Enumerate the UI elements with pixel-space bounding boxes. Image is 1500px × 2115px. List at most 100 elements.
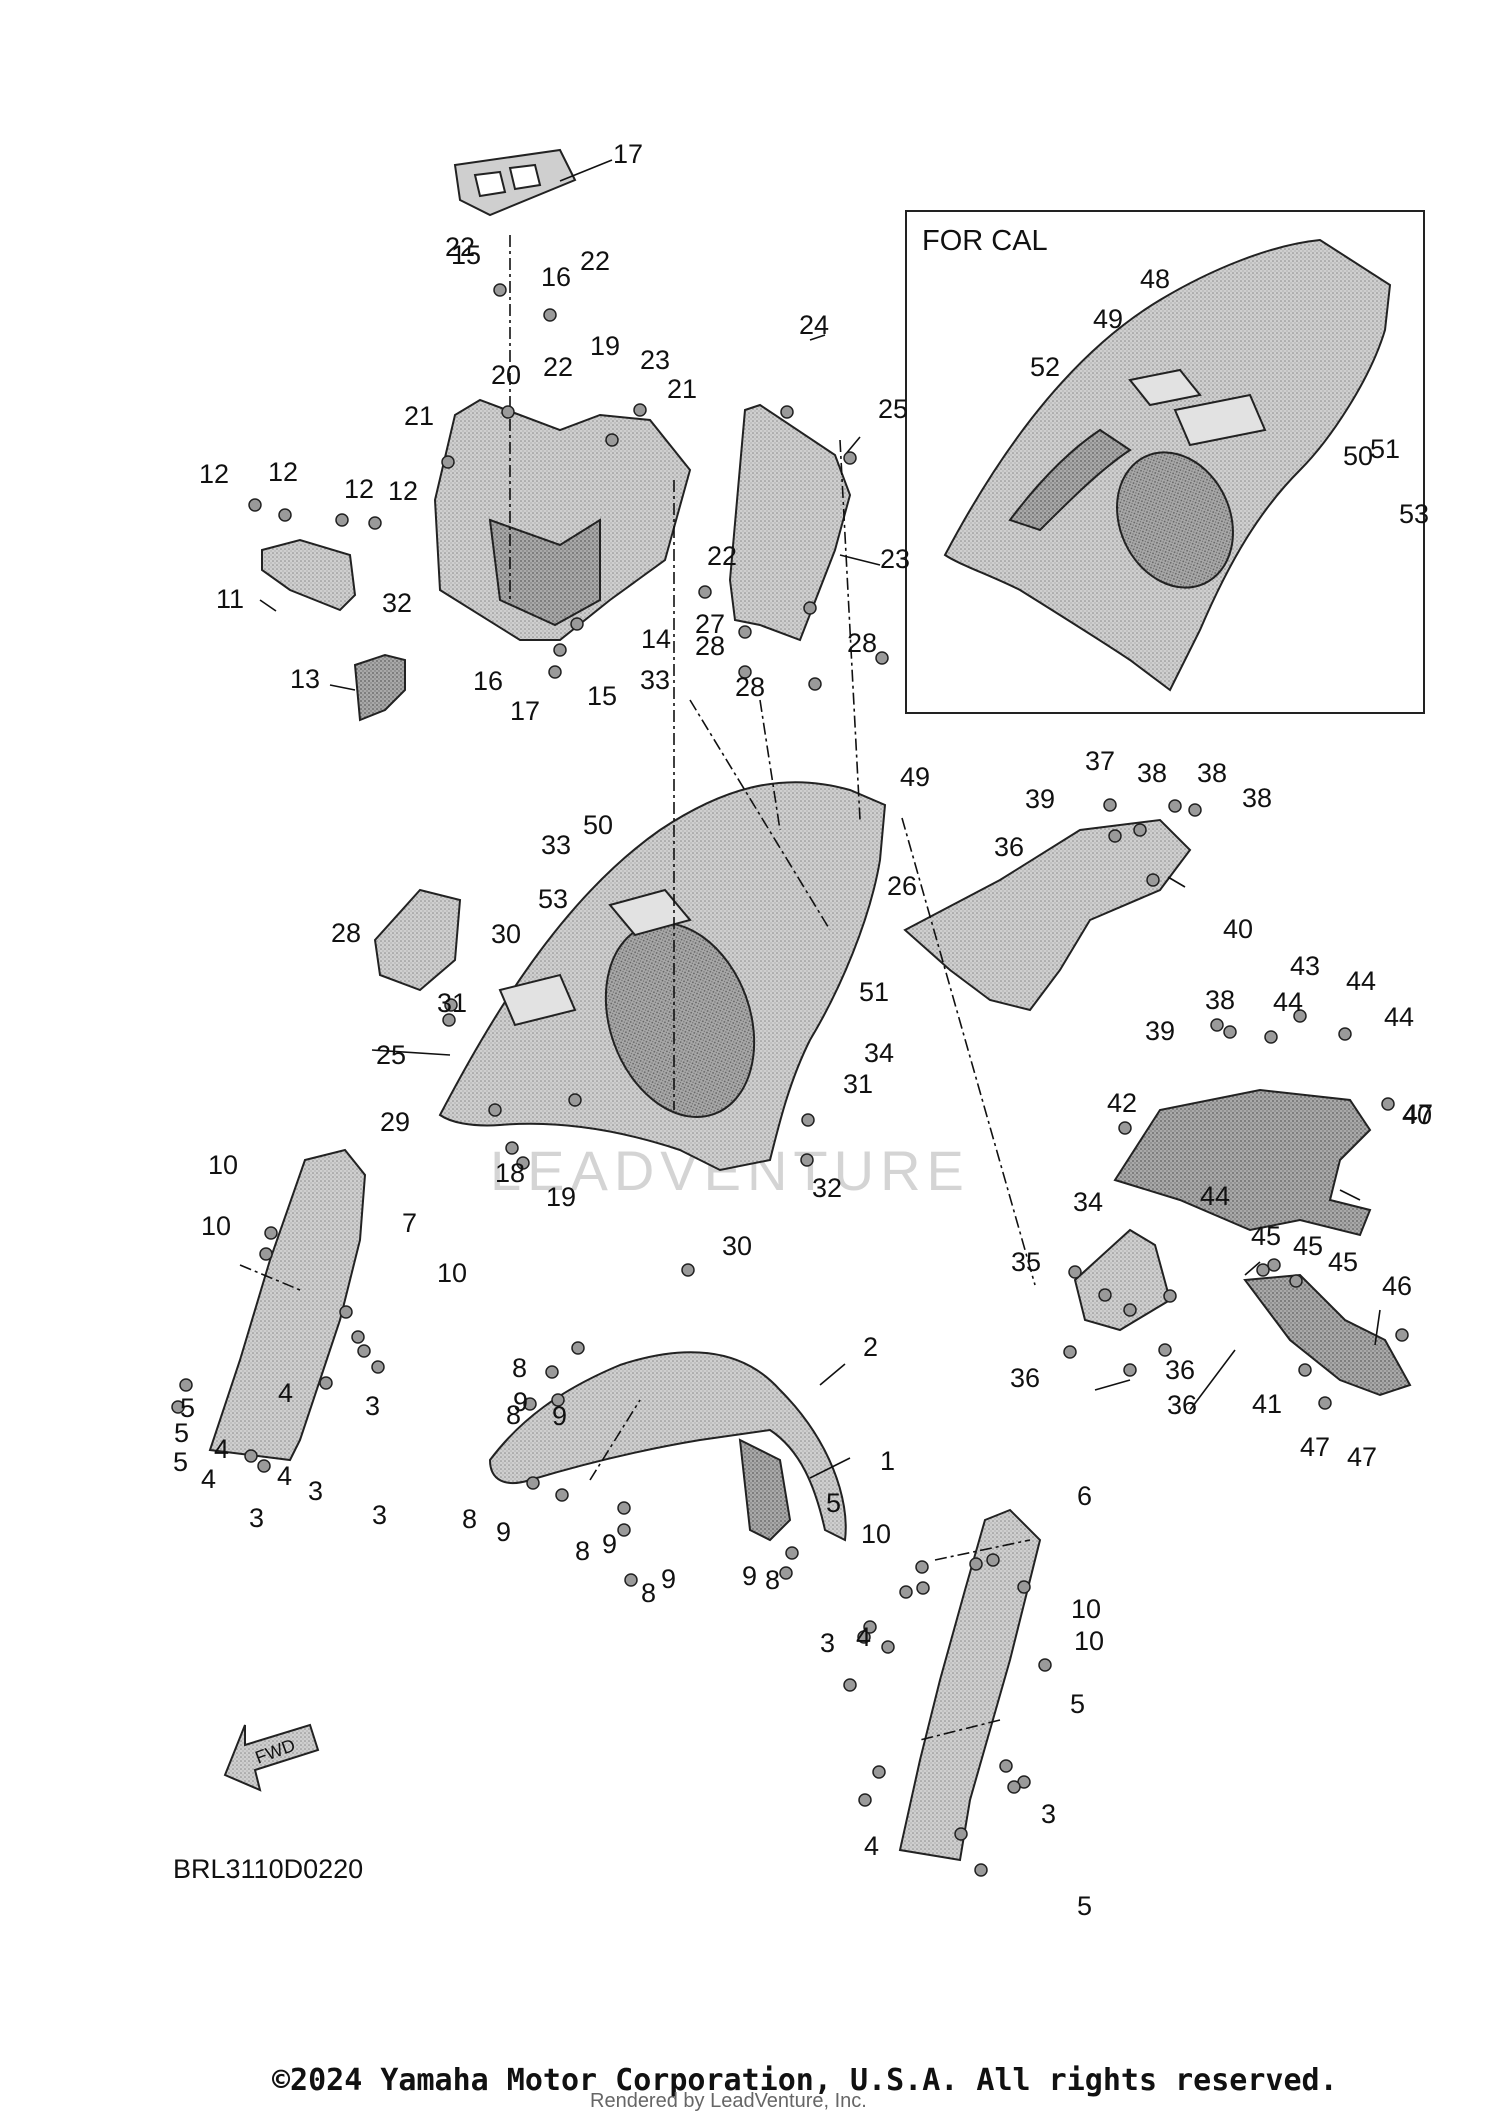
callout-40: 40 [1223,914,1253,944]
callout-5: 5 [180,1393,195,1423]
rear-fender-26 [438,781,887,1172]
callout-15: 15 [587,681,617,711]
fastener [915,1560,929,1574]
callout-22: 22 [707,541,737,571]
fastener [171,1400,185,1414]
front-fender-1 [488,1351,847,1542]
leader-line [559,159,613,182]
callout-39: 39 [1025,784,1055,814]
leader-line [1244,1261,1261,1276]
fastener [858,1793,872,1807]
leader-lines [239,159,1381,1741]
callout-5: 5 [826,1488,841,1518]
callout-10: 10 [1071,1594,1101,1624]
for-cal-inset: FOR CAL [905,210,1425,714]
fastener [808,677,822,691]
fastener [779,1566,793,1580]
fastener [444,998,458,1012]
callout-28: 28 [331,918,361,948]
leader-line [1189,1349,1236,1411]
fastener [698,585,712,599]
callout-35: 35 [1011,1247,1041,1277]
callout-44: 44 [1346,966,1376,996]
inset-title: FOR CAL [922,225,1048,257]
fastener [800,1153,814,1167]
fastener [264,1226,278,1240]
fastener [553,643,567,657]
fastener [916,1581,930,1595]
callout-49: 49 [900,762,930,792]
callout-32: 32 [812,1173,842,1203]
fastener [278,508,292,522]
callout-38: 38 [1242,783,1272,813]
fastener [624,1573,638,1587]
leader-line [809,334,826,341]
license-bracket-41 [1113,1088,1372,1237]
fastener [881,1640,895,1654]
callout-10: 10 [208,1150,238,1180]
callout-22: 22 [445,232,475,262]
callout-30: 30 [491,919,521,949]
callout-45: 45 [1251,1221,1281,1251]
fastener [570,617,584,631]
fastener [633,403,647,417]
callout-30: 30 [722,1231,752,1261]
callout-52: 52 [1030,352,1060,382]
fastener [605,433,619,447]
fastener [843,451,857,465]
fastener [442,1013,456,1027]
fastener [179,1378,193,1392]
callout-4: 4 [856,1622,871,1652]
callout-12: 12 [388,476,418,506]
callout-4: 4 [277,1461,292,1491]
alignment-line [689,699,831,931]
callout-9: 9 [742,1561,757,1591]
callout-50: 50 [583,810,613,840]
fastener [780,405,794,419]
fastener [1103,798,1117,812]
callout-31: 31 [437,988,467,1018]
fastener [441,455,455,469]
callout-34: 34 [1073,1187,1103,1217]
callout-18: 18 [495,1158,525,1188]
fastener [617,1523,631,1537]
fastener [523,1397,537,1411]
callout-51: 51 [1370,434,1400,464]
alignment-line [901,817,1036,1286]
callout-9: 9 [552,1401,567,1431]
callout-4: 4 [214,1434,229,1464]
fastener [875,651,889,665]
callout-8: 8 [462,1504,477,1534]
callout-9: 9 [602,1529,617,1559]
callout-43: 43 [1290,951,1320,981]
callout-40: 40 [1402,1100,1432,1130]
callout-47: 47 [1347,1442,1377,1472]
callout-36: 36 [1165,1355,1195,1385]
fastener [1395,1328,1409,1342]
callout-1: 1 [880,1446,895,1476]
callout-22: 22 [580,246,610,276]
callout-15: 15 [451,240,481,270]
callout-28: 28 [735,672,765,702]
fastener [857,1630,871,1644]
fastener [1267,1258,1281,1272]
bracket-29 [373,888,462,992]
fastener [1338,1027,1352,1041]
callout-33: 33 [640,665,670,695]
fastener [974,1863,988,1877]
callout-46: 46 [1382,1271,1412,1301]
alignment-line [919,1719,1001,1741]
leader-line [329,684,356,691]
fastener [785,1546,799,1560]
callout-38: 38 [1197,758,1227,788]
callout-3: 3 [249,1503,264,1533]
fastener [1298,1363,1312,1377]
leader-line [1094,1379,1131,1391]
callout-9: 9 [496,1517,511,1547]
fastener [801,1113,815,1127]
copyright-notice: ©2024 Yamaha Motor Corporation, U.S.A. A… [272,2063,1338,2098]
callout-12: 12 [344,474,374,504]
callout-11: 11 [216,584,244,614]
fastener [548,665,562,679]
